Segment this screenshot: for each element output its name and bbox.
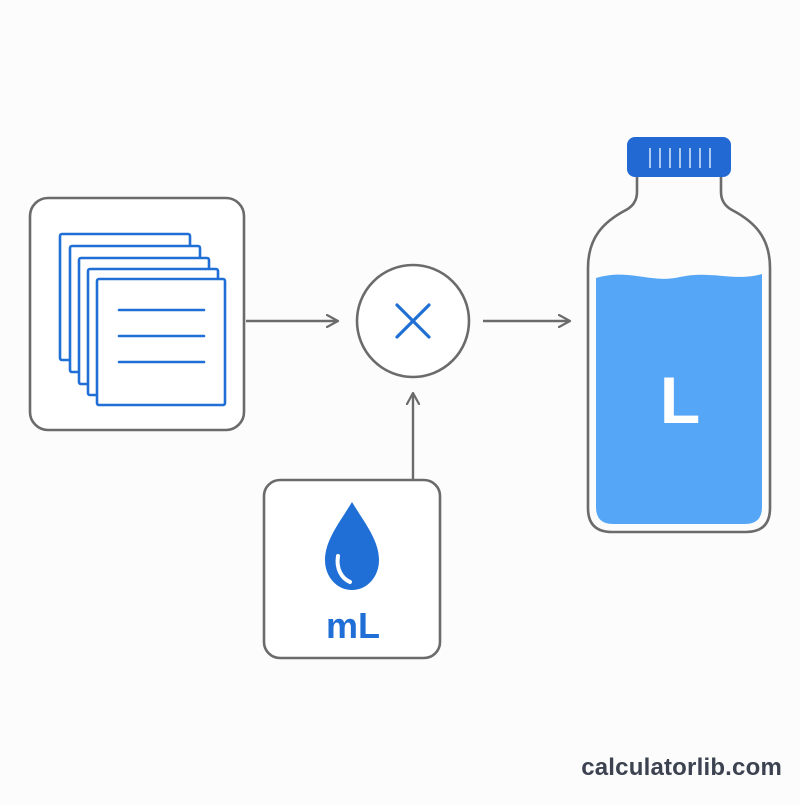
multiply-operator (355, 263, 471, 379)
stacked-sheets-icon (58, 232, 227, 407)
water-drop-icon (325, 502, 379, 590)
bottle-liquid (596, 274, 762, 524)
bottle-outline (586, 177, 772, 534)
water-bottle-icon: L (586, 137, 772, 534)
input-unit-label: mL (326, 605, 380, 646)
watermark-text: calculatorlib.com (581, 754, 782, 781)
multiply-icon (395, 303, 431, 339)
sheets-box (28, 196, 246, 432)
bottle-cap (627, 137, 731, 177)
output-unit-label: L (660, 363, 700, 437)
milliliter-box: mL (262, 478, 442, 660)
